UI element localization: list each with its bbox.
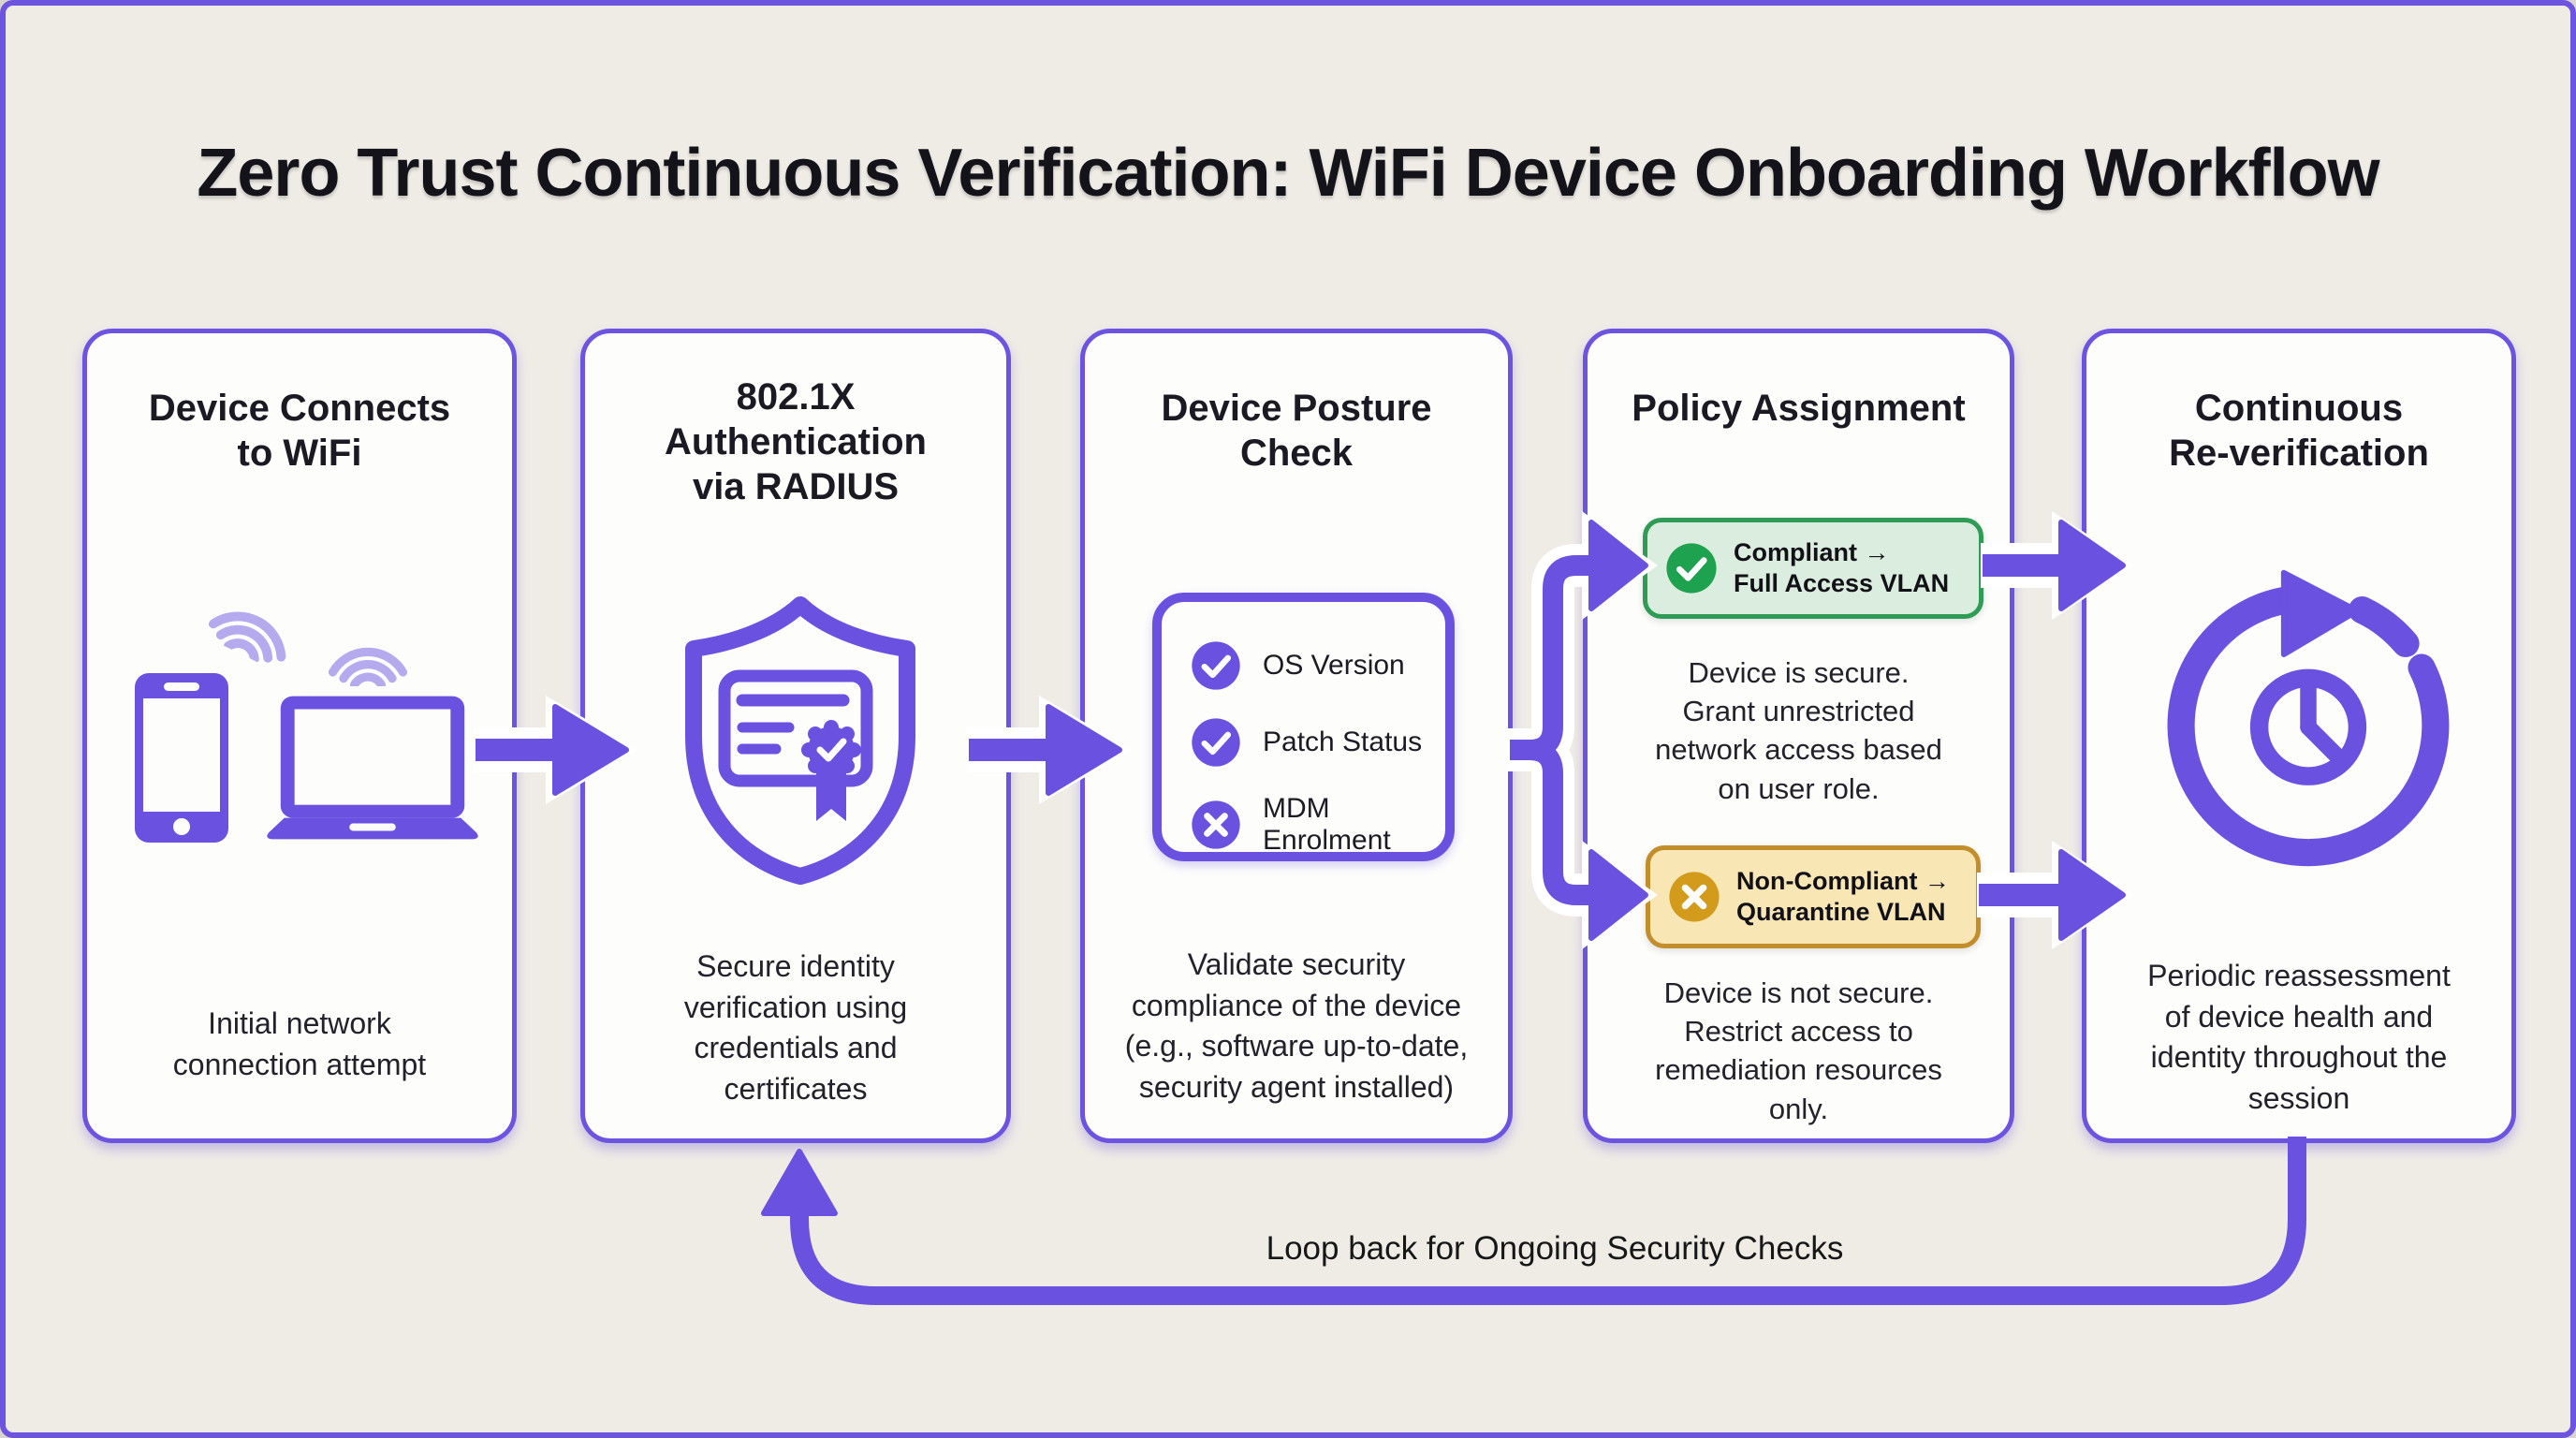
card-reverification: Continuous Re-verification Periodic reas… (2082, 329, 2516, 1143)
noncompliant-badge-label: Non-Compliant → Quarantine VLAN (1736, 867, 1950, 926)
page-title: Zero Trust Continuous Verification: WiFi… (197, 136, 2379, 211)
card-description: Secure identity verification using crede… (683, 949, 908, 1106)
checklist-label: OS Version (1263, 650, 1405, 681)
compliant-badge: Compliant → Full Access VLAN (1643, 518, 1983, 619)
noncompliant-badge: Non-Compliant → Quarantine VLAN (1646, 845, 1981, 948)
checklist-label: Patch Status (1263, 726, 1423, 757)
card-title: Continuous Re-verification (2169, 388, 2429, 474)
checklist-item: OS Version (1190, 639, 1445, 692)
card-description: Initial network connection attempt (172, 1006, 427, 1081)
card-description: Periodic reassessment of device health a… (2147, 959, 2451, 1115)
smartphone-icon (135, 673, 228, 843)
card-title: Device Connects to WiFi (148, 388, 451, 474)
card-authentication: 802.1X Authentication via RADIUS Secure … (580, 329, 1011, 1143)
card-title: Policy Assignment (1632, 388, 1966, 429)
card-description: Validate security compliance of the devi… (1124, 947, 1469, 1104)
checklist-item: MDM Enrolment (1190, 793, 1445, 857)
compliant-badge-label: Compliant → Full Access VLAN (1734, 538, 1950, 597)
check-circle-icon (1666, 543, 1717, 594)
loop-label: Loop back for Ongoing Security Checks (1266, 1230, 1844, 1267)
noncompliant-description: Device is not secure. Restrict access to… (1655, 976, 1942, 1125)
checklist-label: MDM Enrolment (1263, 793, 1391, 856)
card-title: Device Posture Check (1161, 388, 1432, 474)
compliant-description: Device is secure. Grant unrestricted net… (1655, 656, 1942, 805)
cross-circle-icon (1192, 800, 1240, 849)
posture-checklist: OS Version Patch Status MDM Enrolment (1152, 593, 1455, 861)
card-posture-check: Device Posture Check OS Version Patch St… (1080, 329, 1513, 1143)
cross-circle-icon (1669, 872, 1720, 922)
shield-certificate-icon (679, 595, 922, 886)
check-circle-icon (1192, 718, 1240, 767)
card-policy-assignment: Policy Assignment Compliant → Full Acces… (1583, 329, 2014, 1143)
wifi-signal-icon (328, 625, 408, 689)
checklist-item: Patch Status (1190, 716, 1445, 769)
wifi-signal-icon (202, 577, 307, 674)
card-title: 802.1X Authentication via RADIUS (665, 376, 927, 507)
laptop-icon (256, 696, 489, 844)
refresh-clock-icon (2154, 564, 2463, 873)
check-circle-icon (1192, 641, 1240, 690)
card-device-connects: Device Connects to WiFi (82, 329, 517, 1143)
loop-arrow (761, 1137, 2306, 1305)
